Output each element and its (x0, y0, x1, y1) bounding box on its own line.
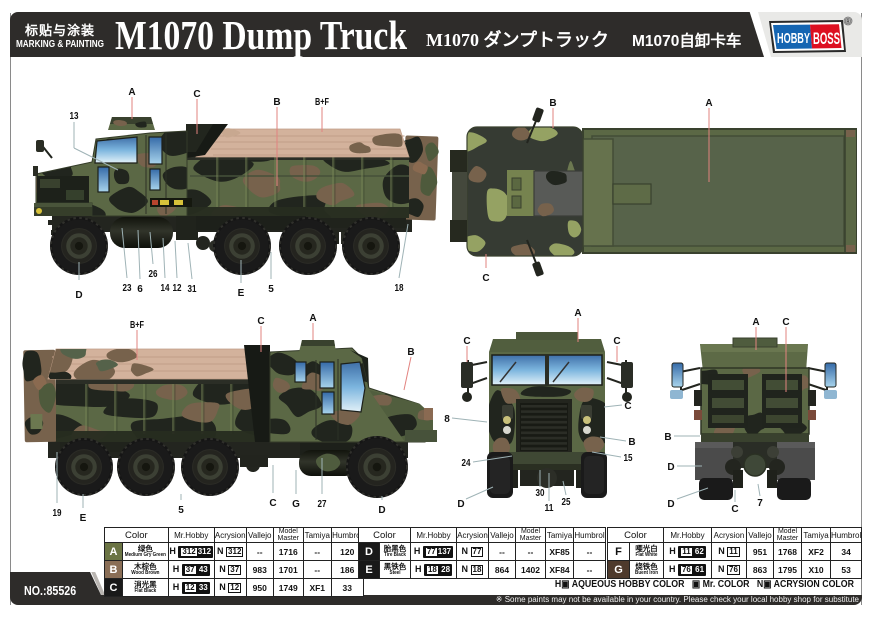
svg-text:B+F: B+F (130, 320, 144, 331)
svg-text:D: D (75, 290, 82, 301)
svg-text:31: 31 (188, 284, 197, 295)
svg-text:13: 13 (70, 111, 79, 122)
svg-text:A: A (752, 317, 759, 328)
svg-text:B: B (407, 347, 414, 358)
svg-text:HOBBY: HOBBY (777, 30, 810, 47)
svg-text:15: 15 (624, 453, 633, 464)
svg-text:®: ® (845, 17, 851, 26)
svg-text:B+F: B+F (315, 97, 329, 108)
svg-text:C: C (257, 316, 264, 327)
svg-text:C: C (731, 504, 738, 515)
svg-text:A: A (309, 313, 316, 324)
svg-text:23: 23 (123, 283, 132, 294)
svg-text:12: 12 (173, 283, 182, 294)
svg-text:A: A (574, 308, 581, 319)
svg-text:D: D (667, 462, 674, 473)
svg-text:A: A (128, 87, 135, 98)
svg-text:C: C (613, 336, 620, 347)
svg-text:6: 6 (137, 284, 143, 295)
svg-text:18: 18 (395, 283, 404, 294)
svg-text:24: 24 (462, 458, 471, 469)
svg-text:B: B (628, 437, 635, 448)
svg-text:B: B (273, 97, 280, 108)
svg-text:C: C (193, 89, 200, 100)
svg-text:E: E (238, 288, 245, 299)
svg-text:D: D (378, 505, 385, 516)
svg-text:G: G (292, 499, 300, 510)
svg-text:7: 7 (757, 498, 763, 509)
svg-text:5: 5 (268, 284, 274, 295)
svg-text:B: B (664, 432, 671, 443)
svg-text:30: 30 (536, 488, 545, 499)
svg-text:26: 26 (149, 269, 158, 280)
svg-text:C: C (269, 498, 276, 509)
svg-text:D: D (457, 499, 464, 510)
svg-text:8: 8 (444, 414, 450, 425)
svg-text:14: 14 (161, 283, 170, 294)
svg-text:B: B (549, 98, 556, 109)
svg-text:27: 27 (318, 499, 327, 510)
svg-text:C: C (782, 317, 789, 328)
svg-text:D: D (667, 499, 674, 510)
svg-text:19: 19 (53, 508, 62, 519)
svg-text:25: 25 (562, 497, 571, 508)
svg-text:E: E (80, 513, 87, 524)
svg-text:C: C (463, 336, 470, 347)
svg-text:11: 11 (545, 503, 554, 514)
svg-text:C: C (482, 273, 489, 284)
svg-text:A: A (705, 98, 712, 109)
svg-text:5: 5 (178, 505, 184, 516)
svg-text:BOSS: BOSS (813, 29, 840, 48)
svg-text:C: C (624, 401, 631, 412)
